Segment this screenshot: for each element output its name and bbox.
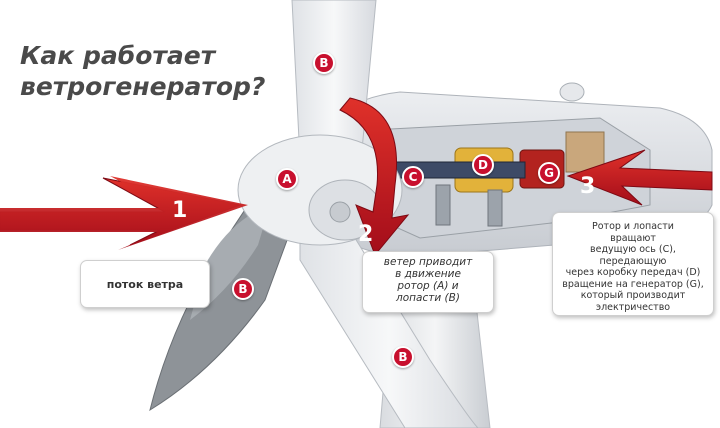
caption-step-2: ветер приводит в движение ротор (A) и ло…: [362, 251, 494, 313]
caption-step-3: Ротор и лопасти вращают ведущую ось (C),…: [552, 212, 714, 316]
caption-step-3-line: передающую: [599, 255, 667, 267]
badge-shaft-c: C: [402, 166, 424, 188]
sensor-dome: [559, 82, 585, 102]
badge-blade-b-bottom: B: [392, 346, 414, 368]
shaft-support: [435, 184, 451, 226]
caption-step-3-line: ведущую ось (C),: [590, 244, 676, 255]
step-number-2: 2: [358, 222, 374, 247]
badge-blade-b-left: B: [232, 278, 254, 300]
badge-gearbox-d: D: [472, 154, 494, 176]
shaft-support: [487, 189, 503, 227]
caption-step-2-line: ротор (A) и: [397, 280, 459, 292]
caption-wind-flow-text: поток ветра: [106, 277, 184, 291]
control-box: [565, 131, 605, 173]
badge-blade-b-top: B: [313, 52, 335, 74]
caption-step-2-line: лопасти (B): [396, 292, 460, 304]
caption-step-3-line: вращают: [610, 232, 656, 244]
title-line-2: ветрогенератор?: [20, 72, 266, 101]
badge-generator-g: G: [538, 162, 560, 184]
title-line-1: Как работает: [20, 41, 216, 70]
caption-step-3-line: который производит: [580, 290, 686, 301]
caption-step-3-line: вращение на генератор (G),: [562, 278, 704, 290]
blade-bottom: [299, 204, 479, 428]
step-number-1: 1: [172, 198, 188, 223]
caption-step-3-line: Ротор и лопасти: [592, 221, 674, 232]
step-number-3: 3: [580, 174, 596, 199]
page-title: Как работает ветрогенератор?: [20, 40, 265, 102]
caption-step-3-line: через коробку передач (D): [565, 267, 701, 278]
caption-step-3-line: электричество: [595, 301, 671, 313]
caption-wind-flow: поток ветра: [80, 260, 210, 308]
generator-arrow: [566, 149, 713, 206]
caption-step-2-line: в движение: [395, 268, 461, 280]
badge-rotor-a: A: [276, 168, 298, 190]
caption-step-2-line: ветер приводит: [383, 256, 473, 268]
